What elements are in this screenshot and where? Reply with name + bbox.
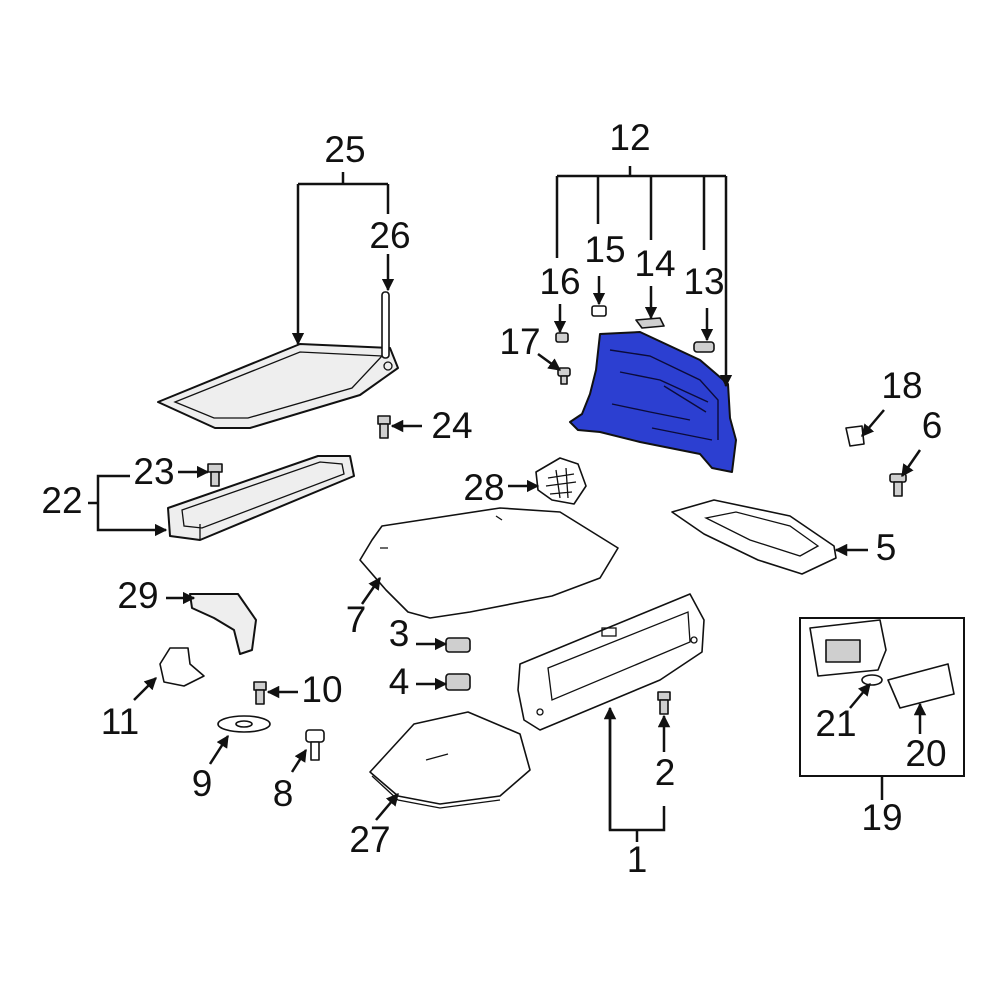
trunk-side-trim-part[interactable] — [569, 331, 737, 473]
trunk-mat-part[interactable] — [359, 507, 619, 619]
package-tray-part[interactable] — [157, 343, 399, 429]
storage-bin-part[interactable] — [167, 455, 355, 541]
callout-24: 24 — [431, 405, 472, 446]
callout-22: 22 — [41, 480, 82, 521]
clip-15-part[interactable] — [591, 305, 607, 317]
lamp-housing-part[interactable] — [809, 619, 887, 677]
callout-15: 15 — [584, 229, 625, 270]
fastener-3-part[interactable] — [445, 637, 471, 653]
washer-9-part[interactable] — [217, 715, 271, 733]
screw-17-part[interactable] — [557, 367, 571, 385]
callout-1: 1 — [627, 839, 648, 880]
clip-10-part[interactable] — [253, 681, 267, 705]
callout-16: 16 — [539, 261, 580, 302]
callout-12: 12 — [609, 117, 650, 158]
callout-23: 23 — [133, 451, 174, 492]
callout-4: 4 — [389, 661, 410, 702]
callout-6: 6 — [922, 405, 943, 446]
clip-14-part[interactable] — [635, 317, 665, 329]
callout-7: 7 — [346, 599, 367, 640]
callout-25: 25 — [324, 129, 365, 170]
leader-lines — [88, 166, 927, 842]
callout-18: 18 — [881, 365, 922, 406]
bolt-8-part[interactable] — [305, 729, 325, 761]
lens-20-part[interactable] — [887, 663, 955, 709]
side-tray-part[interactable] — [671, 499, 837, 575]
support-rod-part[interactable] — [381, 291, 390, 359]
clip-24-part[interactable] — [377, 415, 391, 439]
callout-13: 13 — [683, 261, 724, 302]
callout-10: 10 — [301, 669, 342, 710]
callout-28: 28 — [463, 467, 504, 508]
clip-18-part[interactable] — [845, 425, 865, 447]
floor-board-part[interactable] — [369, 711, 531, 809]
callout-19: 19 — [861, 797, 902, 838]
fastener-13-part[interactable] — [693, 341, 715, 353]
callout-17: 17 — [499, 321, 540, 362]
callout-5: 5 — [876, 527, 897, 568]
callout-21: 21 — [815, 703, 856, 744]
callout-9: 9 — [192, 763, 213, 804]
hook-11-part[interactable] — [159, 647, 205, 687]
callout-26: 26 — [369, 215, 410, 256]
callout-2: 2 — [655, 752, 676, 793]
screw-16-part[interactable] — [555, 332, 569, 343]
clip-2-part[interactable] — [657, 691, 671, 715]
clip-23-part[interactable] — [207, 463, 223, 487]
callout-3: 3 — [389, 613, 410, 654]
rear-trim-panel-part[interactable] — [517, 593, 705, 731]
callout-27: 27 — [349, 819, 390, 860]
screw-6-part[interactable] — [889, 473, 907, 497]
callout-14: 14 — [634, 243, 675, 284]
callout-20: 20 — [905, 733, 946, 774]
callout-8: 8 — [273, 773, 294, 814]
callout-29: 29 — [117, 575, 158, 616]
cover-28-part[interactable] — [535, 457, 587, 505]
bulb-21-part[interactable] — [861, 674, 883, 686]
callout-labels: 1 2 3 4 5 6 7 8 9 10 11 12 13 14 15 16 1… — [41, 117, 946, 880]
side-panel-29-part[interactable] — [189, 593, 257, 655]
callout-11: 11 — [101, 701, 139, 742]
fastener-4-part[interactable] — [445, 673, 471, 691]
